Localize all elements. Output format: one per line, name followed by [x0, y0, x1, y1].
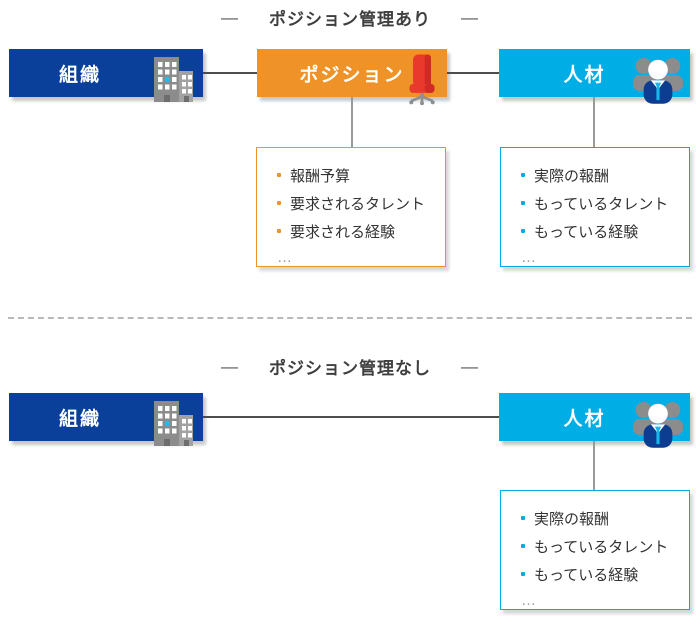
talent-attributes-box: 実際の報酬 もっているタレント もっている経験 … — [500, 147, 690, 267]
node-organization-label: 組織 — [58, 408, 101, 430]
bullet-icon — [277, 201, 281, 205]
list-item-label: 要求されるタレント — [290, 195, 426, 213]
section-title-with: — ポジション管理あり — — [0, 5, 700, 30]
list-item-label: 実際の報酬 — [534, 510, 610, 528]
list-item-label: もっている経験 — [534, 566, 639, 584]
buildings-icon — [148, 398, 195, 454]
list-item: 要求されるタレント — [277, 189, 435, 217]
connector-org-position — [203, 72, 257, 74]
node-talent-label: 人材 — [563, 64, 606, 86]
list-item: もっているタレント — [521, 532, 679, 560]
title-dash-right: — — [461, 7, 479, 27]
connector-talent-attrs — [593, 97, 595, 147]
list-item-label: 要求される経験 — [290, 223, 396, 241]
connector-org-talent — [203, 416, 499, 418]
position-attributes-box: 報酬予算 要求されるタレント 要求される経験 … — [256, 147, 446, 267]
list-ellipsis: … — [277, 248, 292, 266]
list-item-label: 実際の報酬 — [534, 167, 610, 185]
section-title-text: ポジション管理あり — [269, 10, 431, 29]
list-item: 実際の報酬 — [521, 504, 679, 532]
bullet-icon — [521, 544, 525, 548]
title-dash-left: — — [221, 356, 239, 376]
people-icon — [632, 399, 684, 454]
title-dash-right: — — [461, 356, 479, 376]
list-item: 実際の報酬 — [521, 161, 679, 189]
node-position: ポジション — [257, 49, 447, 106]
node-position-label: ポジション — [299, 64, 405, 86]
connector-position-attrs — [351, 97, 353, 147]
section-title-without: — ポジション管理なし — — [0, 354, 700, 379]
bullet-icon — [277, 173, 281, 177]
list-item: もっている経験 — [521, 560, 679, 588]
bullet-icon — [521, 229, 525, 233]
office-chair-icon — [405, 53, 439, 112]
bullet-icon — [277, 229, 281, 233]
list-item: 要求される経験 — [277, 217, 435, 245]
list-item-label: もっているタレント — [534, 195, 669, 213]
title-dash-left: — — [221, 7, 239, 27]
list-ellipsis: … — [521, 591, 536, 609]
section-divider — [8, 317, 692, 319]
section-title-text: ポジション管理なし — [269, 359, 431, 378]
list-item: 報酬予算 — [277, 161, 435, 189]
bullet-icon — [521, 201, 525, 205]
talent-attributes-box-2: 実際の報酬 もっているタレント もっている経験 … — [500, 490, 690, 610]
list-item-label: もっている経験 — [534, 223, 639, 241]
list-item-label: 報酬予算 — [290, 167, 351, 185]
node-organization-2: 組織 — [9, 393, 203, 446]
people-icon — [632, 55, 684, 110]
list-item: もっているタレント — [521, 189, 679, 217]
node-talent-2: 人材 — [499, 393, 690, 448]
list-item: もっている経験 — [521, 217, 679, 245]
bullet-icon — [521, 516, 525, 520]
connector-talent-attrs-2 — [593, 441, 595, 490]
list-item-label: もっているタレント — [534, 538, 669, 556]
node-organization-label: 組織 — [58, 64, 101, 86]
node-talent-label: 人材 — [563, 408, 606, 430]
bullet-icon — [521, 173, 525, 177]
list-ellipsis: … — [521, 248, 536, 266]
connector-position-talent — [447, 72, 499, 74]
buildings-icon — [148, 54, 195, 110]
node-talent: 人材 — [499, 49, 690, 104]
bullet-icon — [521, 572, 525, 576]
node-organization: 組織 — [9, 49, 203, 102]
